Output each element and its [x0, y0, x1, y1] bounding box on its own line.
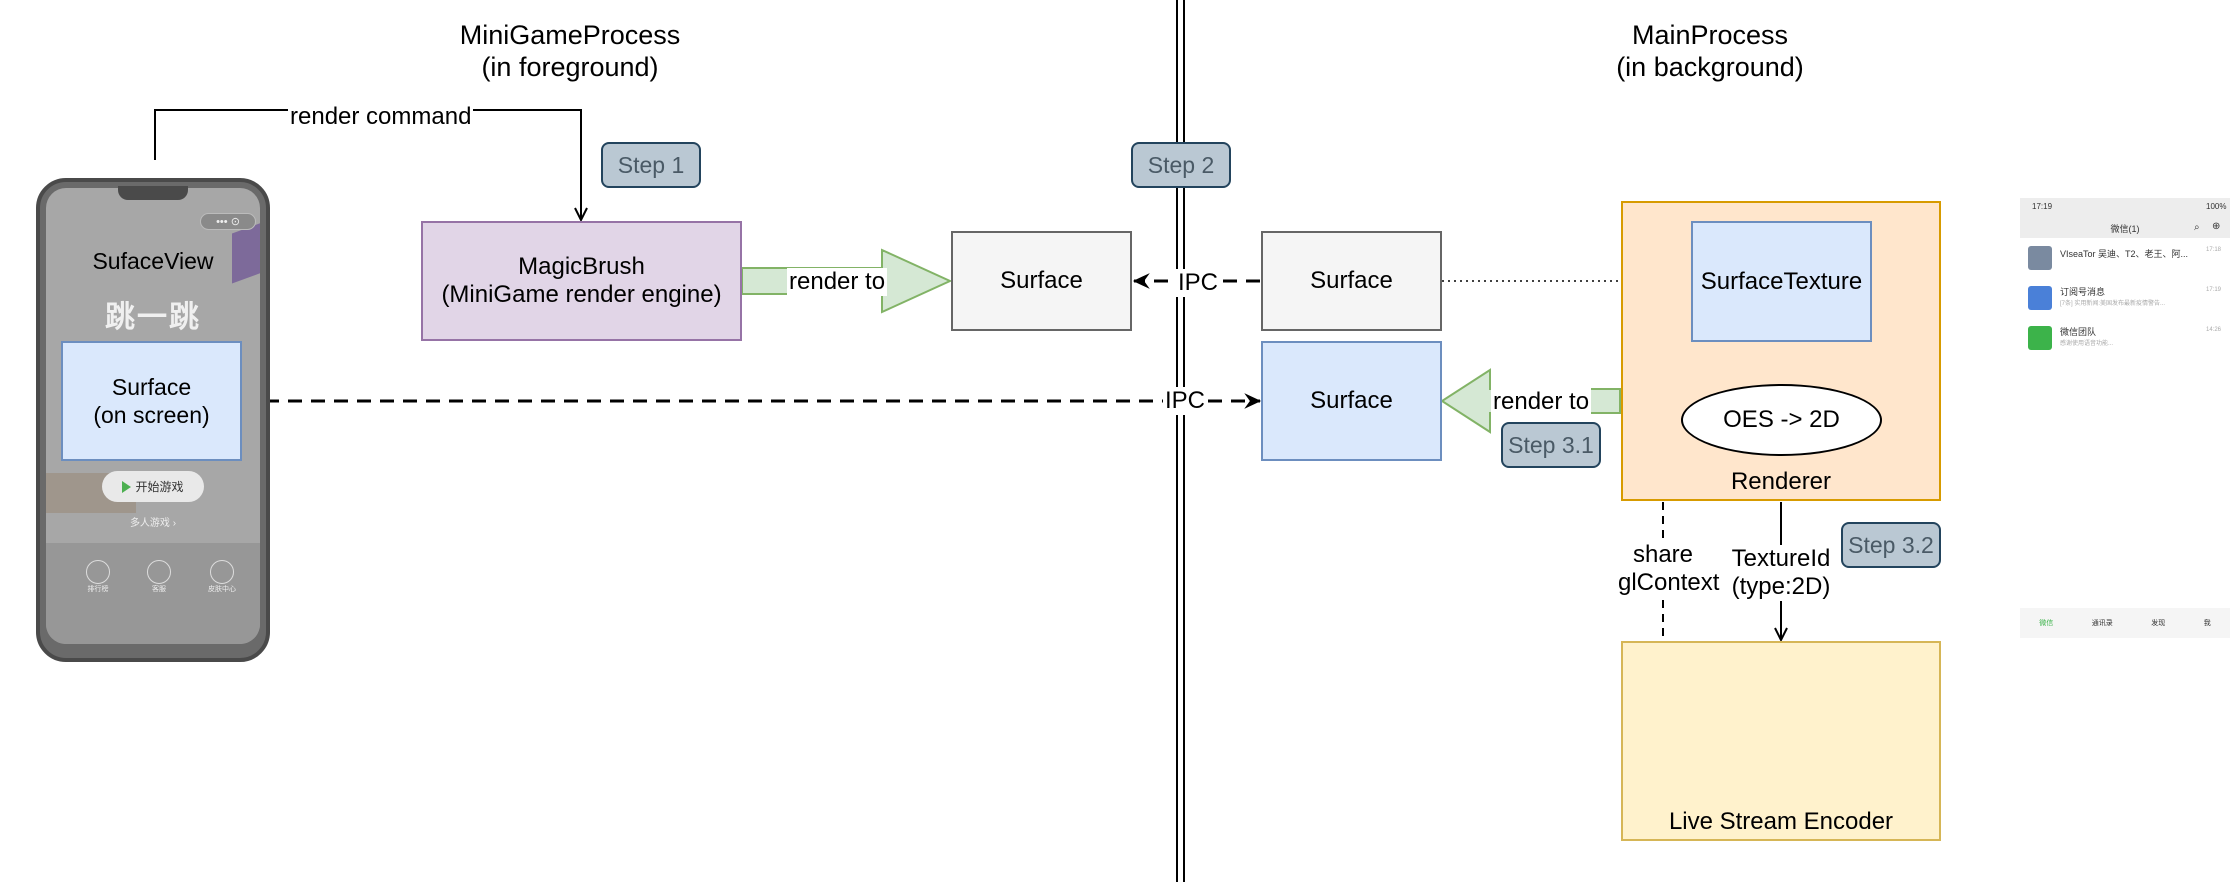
wechat-status-time: 17:19	[2032, 202, 2053, 211]
wechat-thumbnail: 17:19 100% 微信(1) ⌕ ⊕ VIseaTor 吴迪、T2、老王、阿…	[2020, 198, 2230, 643]
play-icon	[122, 480, 132, 493]
tab-contacts[interactable]: 通讯录	[2091, 620, 2113, 627]
phone-notch	[118, 186, 188, 200]
chat-snippet: 感谢使用语音功能...	[2060, 341, 2114, 347]
start-game-label: 开始游戏	[135, 480, 184, 494]
start-game-button[interactable]: 开始游戏	[102, 471, 204, 502]
phone-bottom-icons: 排行榜 客服 皮肤中心	[86, 560, 236, 594]
chat-avatar	[2028, 286, 2052, 310]
trophy-icon[interactable]: 排行榜	[86, 560, 110, 594]
wechat-header-bg	[2020, 198, 2230, 238]
render-command-label: render command	[288, 103, 474, 131]
add-icon[interactable]: ⊕	[2212, 221, 2221, 232]
live-stream-encoder-box	[1621, 641, 1941, 841]
tab-chats[interactable]: 微信	[2039, 620, 2054, 627]
wechat-tabbar: 微信 通讯录 发现 我	[2020, 608, 2230, 638]
render-to-label-2: render to	[1491, 388, 1592, 416]
ipc-label-top: IPC	[1176, 269, 1221, 297]
surface-on-screen-box: Surface (on screen)	[61, 341, 242, 461]
surface-texture-box: SurfaceTexture	[1691, 221, 1872, 342]
tab-discover[interactable]: 发现	[2151, 620, 2166, 627]
wechat-status-battery: 100%	[2206, 202, 2227, 211]
chat-avatar	[2028, 326, 2052, 350]
renderer-label: Renderer	[1730, 468, 1832, 495]
search-icon[interactable]: ⌕	[2194, 222, 2200, 233]
magicbrush-box: MagicBrush (MiniGame render engine)	[421, 221, 742, 341]
chat-list-item[interactable]: 微信团队 感谢使用语音功能... 14:26	[2020, 322, 2230, 356]
wechat-title: 微信(1)	[2110, 224, 2140, 234]
minigame-process-title: MiniGameProcess (in foreground)	[459, 20, 681, 82]
oes-to-2d-ellipse: OES -> 2D	[1681, 384, 1882, 456]
step-1-badge: Step 1	[601, 142, 701, 188]
bottom-bar	[46, 543, 260, 644]
chat-name: 订阅号消息	[2060, 287, 2106, 297]
ipc-label-bottom: IPC	[1163, 387, 1208, 415]
multiplayer-link[interactable]: 多人游戏 ›	[129, 518, 177, 529]
surface-main-bottom-box: Surface	[1261, 341, 1442, 461]
main-process-title: MainProcess (in background)	[1616, 20, 1804, 82]
miniprogram-capsule[interactable]: ••• ⊙	[200, 213, 256, 230]
chat-list-item[interactable]: 订阅号消息 [7条] 实用新闻:美国发布最新疫情警告... 17:19	[2020, 282, 2230, 316]
chat-time: 17:18	[2206, 247, 2222, 253]
chat-icon[interactable]: 客服	[147, 560, 171, 594]
step-3-2-badge: Step 3.2	[1841, 522, 1941, 568]
shirt-icon[interactable]: 皮肤中心	[208, 560, 236, 594]
share-glcontext-label: share glContext	[1618, 541, 1720, 597]
tab-me[interactable]: 我	[2203, 620, 2211, 627]
live-stream-encoder-label: Live Stream Encoder	[1668, 808, 1894, 835]
chat-time: 14:26	[2206, 327, 2222, 333]
chat-list-item[interactable]: VIseaTor 吴迪、T2、老王、阿... 17:18	[2020, 242, 2230, 276]
render-to-label-1: render to	[787, 268, 888, 296]
surface-main-top-box: Surface	[1261, 231, 1442, 331]
step-2-badge: Step 2	[1131, 142, 1231, 188]
chat-name: 微信团队	[2060, 327, 2097, 337]
surface-minigame-box: Surface	[951, 231, 1132, 331]
step-3-1-badge: Step 3.1	[1501, 422, 1601, 468]
chat-avatar	[2028, 246, 2052, 270]
textureid-label: TextureId (type:2D)	[1731, 545, 1831, 601]
chat-time: 17:19	[2206, 287, 2222, 293]
suface-view-label: SufaceView	[92, 248, 214, 274]
game-title: 跳一跳	[105, 300, 201, 335]
chat-name: VIseaTor 吴迪、T2、老王、阿...	[2060, 249, 2189, 259]
chat-snippet: [7条] 实用新闻:美国发布最新疫情警告...	[2060, 301, 2166, 307]
